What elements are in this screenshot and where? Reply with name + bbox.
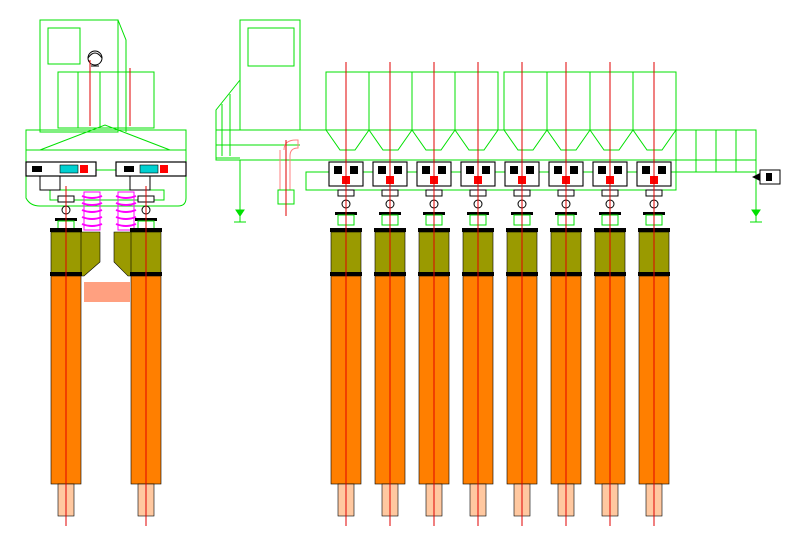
- left-wedge: [79, 231, 101, 277]
- hopper-bay: [546, 129, 591, 151]
- right-side-chute: [215, 79, 241, 159]
- right-cab-window: [247, 27, 295, 67]
- right-anchor: [750, 209, 762, 223]
- left-upper-hood: [57, 71, 155, 129]
- left-cab-window: [47, 27, 81, 65]
- hopper-bays: [325, 71, 677, 151]
- left-lower-skirt: [25, 170, 187, 207]
- hopper-bay: [325, 129, 370, 151]
- electrode-column: [594, 62, 626, 526]
- electrode-column: [506, 62, 538, 526]
- hopper-bay: [454, 129, 499, 151]
- motor-icon: [752, 169, 781, 185]
- left-cab-slope: [117, 19, 127, 132]
- left-drive-assembly: [25, 161, 187, 191]
- left-feed-block: [84, 282, 130, 302]
- electrode-columns: [50, 62, 672, 526]
- duct-elbow: [279, 139, 299, 190]
- electrode-column: [50, 186, 82, 526]
- electrode-column: [638, 62, 670, 526]
- left-unit: [25, 19, 187, 207]
- electrode-column: [130, 186, 162, 526]
- left-coil-springs: [81, 191, 137, 231]
- hopper-bay: [503, 129, 548, 151]
- left-cab-frame: [39, 19, 119, 133]
- electrode-column: [550, 62, 582, 526]
- operator-helmet-icon: [87, 50, 103, 67]
- electrode-column: [330, 62, 362, 526]
- electrode-column: [462, 62, 494, 526]
- left-anchor: [234, 209, 246, 223]
- hopper-bay: [589, 129, 634, 151]
- right-cab-frame: [239, 19, 301, 131]
- electrode-column: [418, 62, 450, 526]
- electrode-column: [374, 62, 406, 526]
